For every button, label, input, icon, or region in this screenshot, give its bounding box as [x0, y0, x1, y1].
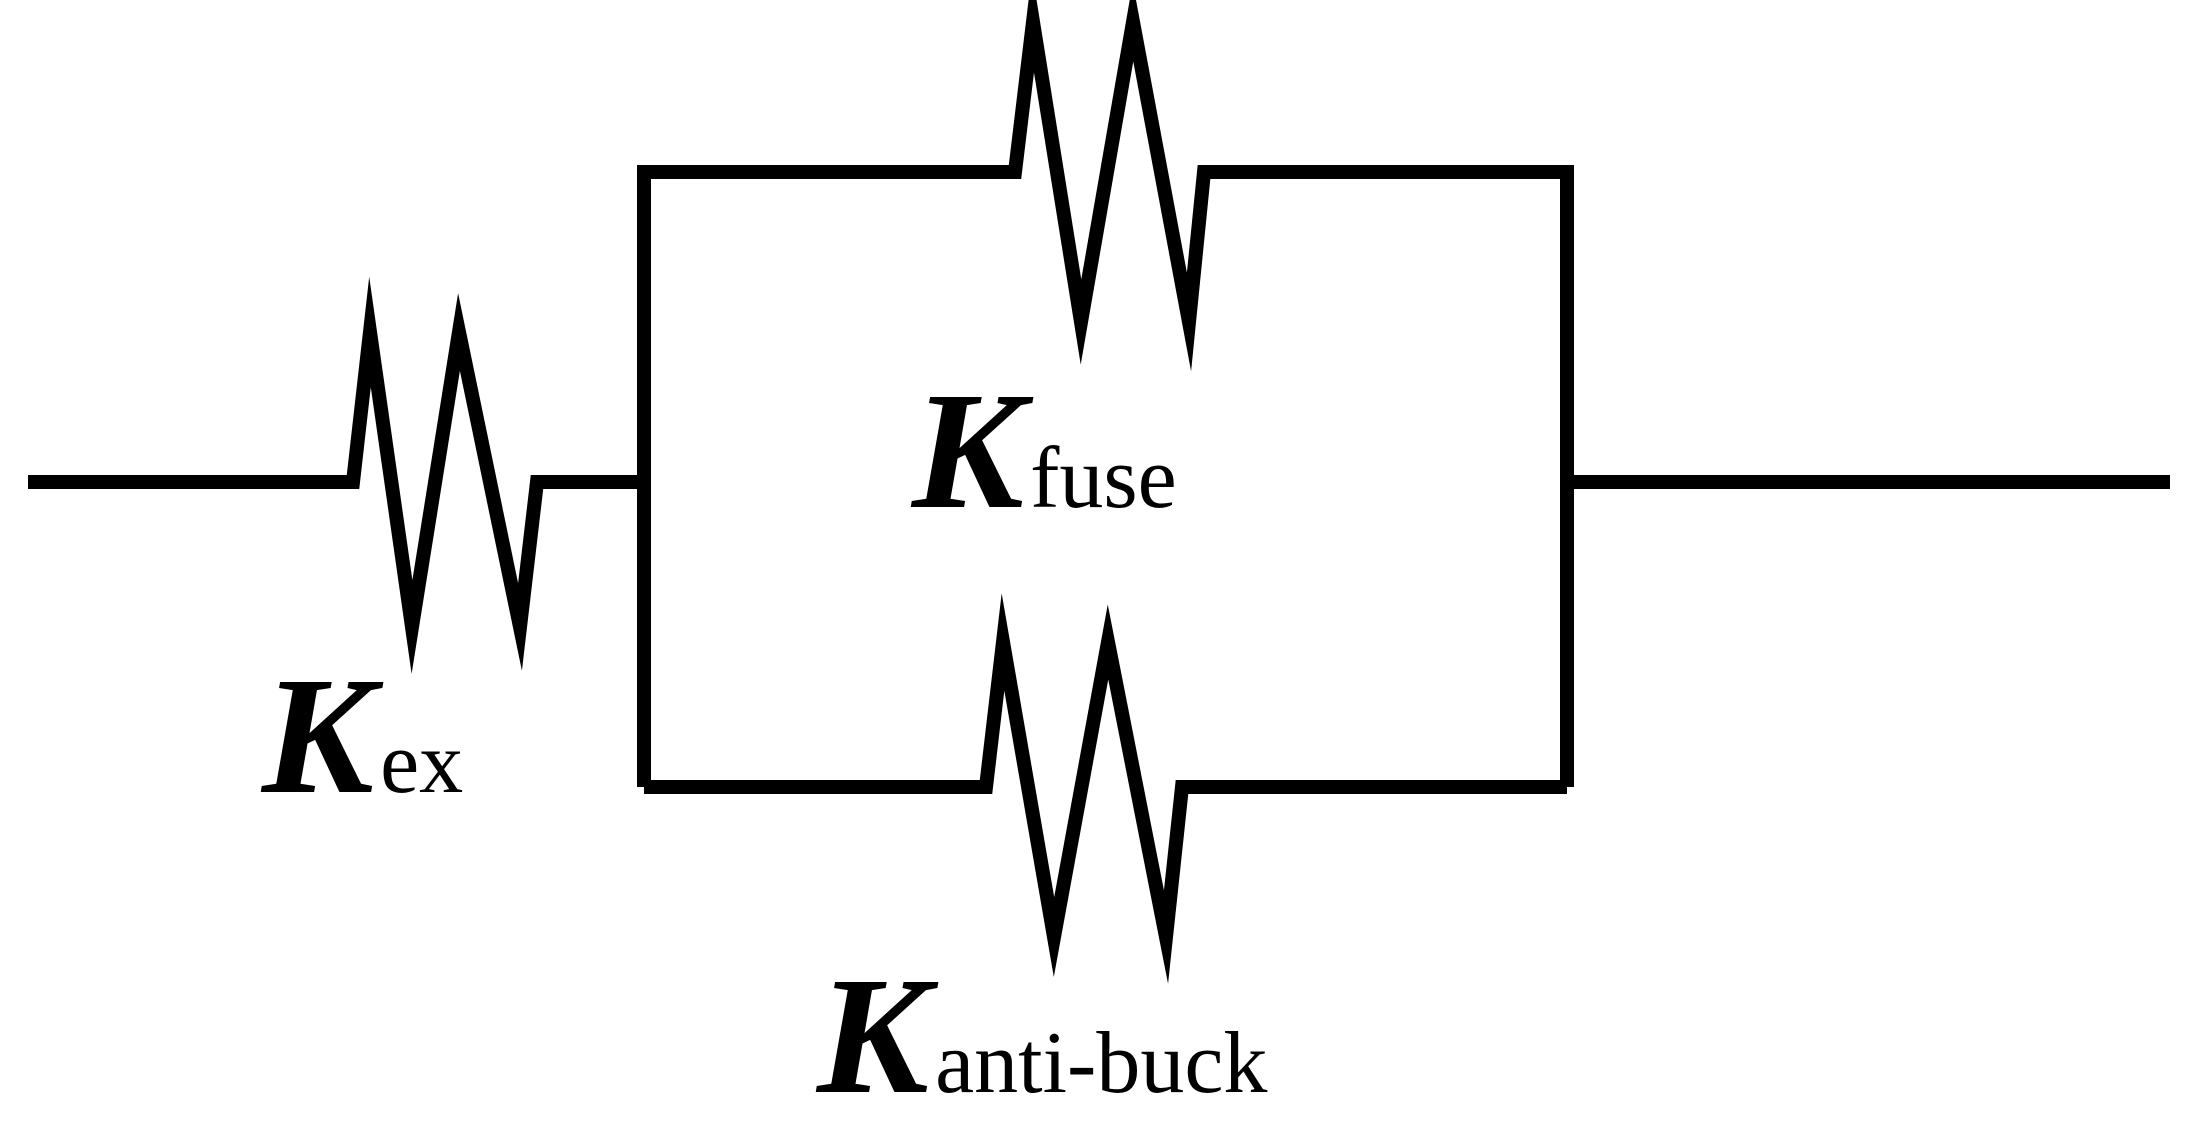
label-k-anti-buck-symbol: K — [815, 943, 939, 1129]
label-k-ex-subscript: ex — [380, 715, 463, 812]
spring-anti-buck — [976, 593, 1190, 984]
spring-fuse — [1001, 0, 1212, 372]
label-k-fuse: Kfuse — [910, 358, 1177, 544]
label-k-anti-buck-subscript: anti-buck — [935, 1015, 1267, 1112]
top-branch-right-wire — [1212, 165, 1574, 787]
label-k-fuse-symbol: K — [910, 358, 1034, 544]
top-branch-left-wire — [637, 165, 1001, 787]
spring-ex — [338, 276, 545, 674]
label-k-ex: Kex — [260, 643, 463, 829]
label-k-fuse-subscript: fuse — [1030, 430, 1177, 527]
label-k-anti-buck: Kanti-buck — [815, 943, 1267, 1129]
label-k-ex-symbol: K — [260, 643, 384, 829]
